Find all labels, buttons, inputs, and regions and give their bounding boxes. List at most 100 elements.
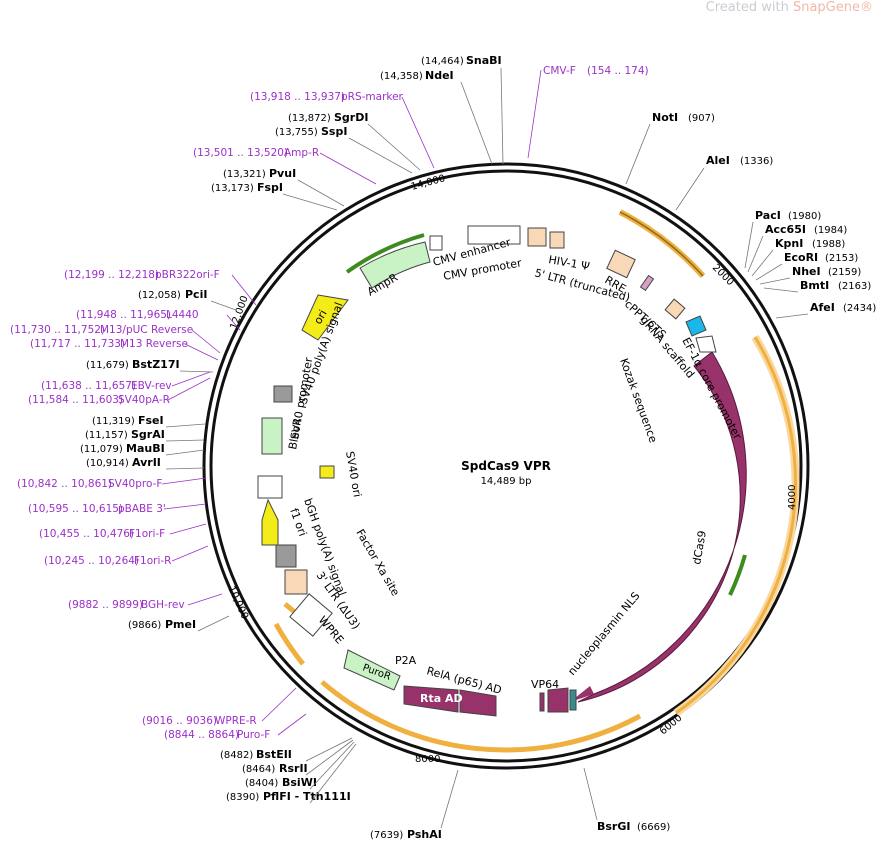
sv40-promoter-feature [257,475,283,499]
orf-arc-left [273,622,305,666]
svg-text:NotI: NotI [652,111,678,124]
svg-text:SV40pA-R: SV40pA-R [118,394,170,406]
rre-feature [606,249,636,279]
svg-text:PshAI: PshAI [407,828,442,841]
svg-text:(1336): (1336) [740,156,773,167]
tick-label: 8000 [415,754,440,765]
svg-text:NheI: NheI [792,265,821,278]
dcas9-orf-arc [728,554,747,596]
svg-text:(8404): (8404) [245,778,278,789]
nls-feature-2 [569,689,577,711]
svg-text:EBV-rev: EBV-rev [131,380,172,392]
enzyme-label: BmtI (2163) [800,279,871,292]
svg-text:PvuI: PvuI [269,167,296,180]
feature-label: BleoR [286,417,304,451]
bgh-polya-feature [275,544,297,568]
feature-label: WPRE [316,614,347,647]
feature-label: P2A [395,654,417,667]
primer-label: (11,717 .. 11,733)M13 Reverse [30,338,188,350]
svg-text:L4440: L4440 [166,309,199,321]
svg-text:SV40pro-F: SV40pro-F [108,478,162,490]
svg-text:BsrGI: BsrGI [597,820,630,833]
svg-text:(9882 .. 9899): (9882 .. 9899) [68,599,143,611]
svg-text:(14,358): (14,358) [380,71,423,82]
vp64-feature [547,687,569,713]
primer-label: (10,842 .. 10,861)SV40pro-F [17,478,162,490]
svg-text:(11,948 .. 11,965): (11,948 .. 11,965) [76,309,171,321]
svg-text:(8482): (8482) [220,750,253,761]
enzyme-label: AleI(1336) [706,154,773,167]
primer-label: (11,584 .. 11,603)SV40pA-R [28,394,170,406]
feature-label: Rta AD [420,692,463,705]
grna-scaffold-feature [664,298,686,320]
svg-text:CMV-F: CMV-F [543,65,576,77]
enzyme-label: (8404)BsiWI [245,776,317,789]
bleor-feature [261,417,283,455]
svg-text:SspI: SspI [321,125,347,138]
enzyme-label: (11,679)BstZ17I [86,358,180,371]
svg-text:AvrII: AvrII [132,456,161,469]
feature-label: SV40 ori [343,450,364,498]
feature-label: Kozak sequence [617,357,660,445]
svg-text:M13/pUC Reverse: M13/pUC Reverse [100,324,193,336]
svg-text:(13,872): (13,872) [288,113,331,124]
svg-text:F1ori-F: F1ori-F [129,528,165,540]
svg-text:(13,501 .. 13,520): (13,501 .. 13,520) [193,147,288,159]
rela-feature [459,689,497,717]
svg-text:(2163): (2163) [838,281,871,292]
cmv-enhancer-feature [467,225,521,245]
svg-text:Acc65I: Acc65I [765,223,806,236]
svg-text:(8844 .. 8864): (8844 .. 8864) [164,729,239,741]
svg-text:MauBI: MauBI [126,442,165,455]
svg-text:EcoRI: EcoRI [784,251,818,264]
svg-text:(11,679): (11,679) [86,360,129,371]
primer-label: (10,455 .. 10,476)F1ori-F [39,528,165,540]
primer-label: (11,730 .. 11,752)M13/pUC Reverse [10,324,193,336]
enzyme-label: AfeI(2434) [810,301,876,314]
backbone-inner [209,169,803,763]
enzyme-label: (14,464)SnaBI [421,54,502,67]
enzyme-label: (13,755)SspI [275,125,347,138]
connector-lines [165,67,809,829]
enzyme-label: (11,079)MauBI [80,442,165,455]
svg-text:(12,058): (12,058) [138,290,181,301]
enzyme-label: Acc65I(1984) [765,223,847,236]
backbone-outer [202,162,810,770]
svg-text:FspI: FspI [257,181,283,194]
enzyme-label: (8390)PflFI - Tth111I [226,790,351,803]
primer-label: (11,948 .. 11,965)L4440 [76,309,199,321]
f1-ori-feature [261,498,279,546]
svg-text:(13,918 .. 13,937): (13,918 .. 13,937) [250,91,345,103]
svg-text:(9866): (9866) [128,620,161,631]
svg-text:(9016 .. 9036): (9016 .. 9036) [142,715,217,727]
svg-text:(13,755): (13,755) [275,127,318,138]
svg-text:BstZ17I: BstZ17I [132,358,180,371]
sv40-polya-feature [273,385,293,403]
svg-text:(8464): (8464) [242,764,275,775]
svg-text:(11,638 .. 11,657): (11,638 .. 11,657) [41,380,136,392]
svg-text:BstEII: BstEII [256,748,292,761]
enzyme-label: (13,173)FspI [211,181,283,194]
enzyme-label: (7639)PshAI [370,828,442,841]
orf-arc-right [675,336,797,715]
svg-text:(13,321): (13,321) [223,169,266,180]
primer-connectors [161,69,542,736]
svg-text:M13 Reverse: M13 Reverse [120,338,188,350]
ampr-orf-arc [345,233,425,274]
svg-text:BmtI: BmtI [800,279,829,292]
svg-text:FseI: FseI [138,414,164,427]
primer-label: (11,638 .. 11,657)EBV-rev [41,380,172,392]
primer-label: (13,918 .. 13,937)pRS-marker [250,91,404,103]
svg-text:BGH-rev: BGH-rev [141,599,185,611]
enzyme-label: EcoRI(2153) [784,251,858,264]
ori-feature [301,294,349,341]
ampr-feature [359,241,431,289]
svg-text:pBABE 3': pBABE 3' [118,503,166,515]
enzyme-label: (8482)BstEII [220,748,292,761]
svg-text:(6669): (6669) [637,822,670,833]
nls-feature-1 [539,692,545,712]
feature-label: dCas9 [690,530,709,566]
rta-ad-feature [403,685,459,713]
primer-label: CMV-F(154 .. 174) [543,65,649,77]
svg-text:AfeI: AfeI [810,301,835,314]
